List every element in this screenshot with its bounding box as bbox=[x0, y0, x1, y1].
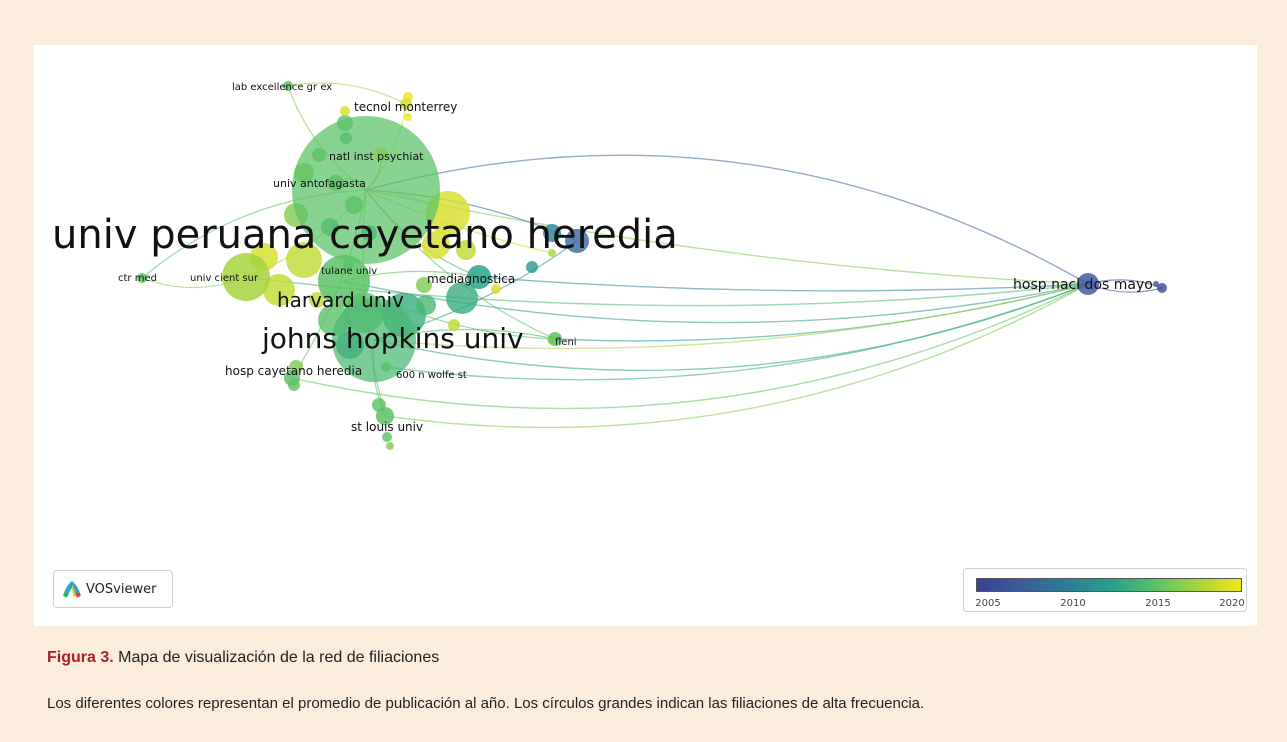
node-ucsur[interactable] bbox=[222, 253, 270, 301]
affiliation-network[interactable]: univ peruana cayetano heredia harvard uni… bbox=[34, 45, 1257, 626]
network-node[interactable] bbox=[548, 249, 556, 257]
node-label-slu: st louis univ bbox=[351, 420, 423, 434]
figure-caption-title: Figura 3. Mapa de visualización de la re… bbox=[47, 649, 439, 667]
network-node[interactable] bbox=[565, 229, 589, 253]
network-node[interactable] bbox=[456, 240, 476, 260]
node-label-labex: lab excellence gr ex bbox=[232, 82, 332, 93]
network-node[interactable] bbox=[446, 282, 478, 314]
node-label-tecmon: tecnol monterrey bbox=[354, 100, 457, 114]
network-node[interactable] bbox=[1153, 281, 1159, 287]
legend-tick-2020: 2020 bbox=[1219, 598, 1245, 609]
network-node[interactable] bbox=[382, 432, 392, 442]
node-hch[interactable] bbox=[284, 370, 300, 386]
network-edge bbox=[291, 283, 1089, 410]
node-nip[interactable] bbox=[374, 147, 388, 161]
legend-tick-2015: 2015 bbox=[1145, 598, 1171, 609]
network-node[interactable] bbox=[263, 274, 295, 306]
node-label-uantof: univ antofagasta bbox=[273, 177, 366, 190]
figure-label: Figura 3. bbox=[47, 649, 114, 666]
node-hndm[interactable] bbox=[1077, 273, 1099, 295]
node-jhu[interactable] bbox=[332, 298, 416, 382]
network-node[interactable] bbox=[422, 231, 450, 259]
node-label-fleni: fleni bbox=[555, 337, 577, 348]
figure-title: Mapa de visualización de la red de filia… bbox=[118, 649, 440, 666]
node-label-upch: univ peruana cayetano heredia bbox=[52, 212, 678, 258]
node-label-jhu: johns hopkins univ bbox=[261, 322, 524, 355]
network-edge bbox=[343, 280, 556, 340]
legend-tick-2010: 2010 bbox=[1060, 598, 1086, 609]
network-node[interactable] bbox=[1157, 283, 1167, 293]
node-tulane[interactable] bbox=[343, 260, 353, 270]
network-edge bbox=[365, 154, 1089, 285]
node-label-hch: hosp cayetano heredia bbox=[225, 364, 362, 378]
network-edge bbox=[384, 283, 1089, 429]
legend-gradient-bar bbox=[976, 578, 1242, 592]
network-node[interactable] bbox=[491, 284, 501, 294]
legend-tick-2005: 2005 bbox=[975, 598, 1001, 609]
network-edge bbox=[478, 276, 1089, 292]
network-node[interactable] bbox=[309, 292, 325, 308]
node-labex[interactable] bbox=[283, 81, 293, 91]
vosviewer-logo-icon bbox=[63, 581, 81, 598]
node-nwolfe[interactable] bbox=[381, 362, 391, 372]
network-edge bbox=[287, 82, 407, 105]
network-map-panel: univ peruana cayetano heredia harvard uni… bbox=[34, 45, 1257, 626]
vosviewer-label: VOSviewer bbox=[86, 581, 157, 597]
network-node[interactable] bbox=[286, 242, 322, 278]
network-labels: univ peruana cayetano heredia harvard uni… bbox=[52, 82, 1153, 434]
node-label-harvard: harvard univ bbox=[277, 288, 404, 312]
network-node[interactable] bbox=[340, 106, 350, 116]
node-label-tulane: tulane univ bbox=[321, 266, 377, 277]
network-node[interactable] bbox=[526, 261, 538, 273]
year-color-legend: 2005 2010 2015 2020 bbox=[963, 568, 1247, 612]
node-label-medx: mediagnostica bbox=[427, 272, 515, 286]
network-node[interactable] bbox=[386, 442, 394, 450]
node-tecmon[interactable] bbox=[400, 98, 412, 110]
node-slu[interactable] bbox=[376, 407, 394, 425]
figure-caption-body: Los diferentes colores representan el pr… bbox=[47, 695, 925, 712]
node-label-hndm: hosp nacl dos mayo bbox=[1013, 277, 1153, 293]
network-node[interactable] bbox=[543, 224, 561, 242]
node-harvard[interactable] bbox=[318, 255, 370, 307]
network-node[interactable] bbox=[416, 295, 436, 315]
node-ctrmed[interactable] bbox=[137, 273, 147, 283]
network-node[interactable] bbox=[404, 113, 412, 121]
node-uantof[interactable] bbox=[328, 175, 344, 191]
network-edge bbox=[385, 283, 1089, 381]
network-nodes bbox=[137, 81, 1167, 450]
vosviewer-badge[interactable]: VOSviewer bbox=[53, 570, 173, 608]
node-medx[interactable] bbox=[467, 265, 491, 289]
network-edge bbox=[373, 283, 1089, 350]
node-upch[interactable] bbox=[292, 116, 440, 264]
node-fleni[interactable] bbox=[548, 332, 562, 346]
network-node[interactable] bbox=[448, 319, 460, 331]
node-label-ctrmed: ctr med bbox=[118, 273, 157, 284]
node-label-nip: natl inst psychiat bbox=[329, 150, 424, 163]
node-label-ucsur: univ cient sur bbox=[190, 273, 259, 284]
node-label-nwolfe: 600 n wolfe st bbox=[396, 370, 467, 381]
network-node[interactable] bbox=[416, 277, 432, 293]
